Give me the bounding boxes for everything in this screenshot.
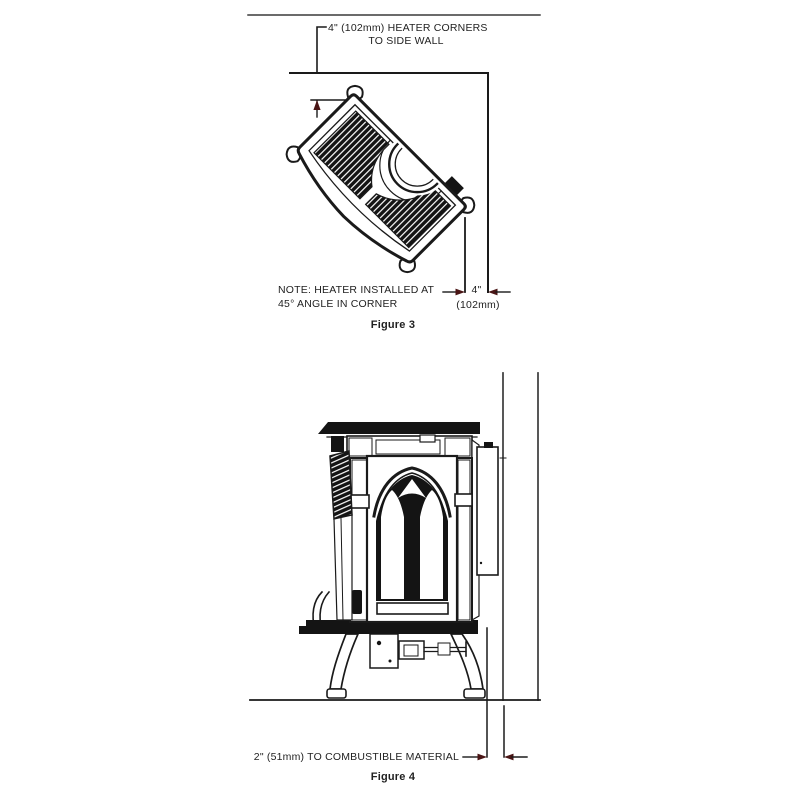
- right-heat-shield: [476, 446, 499, 576]
- flue-cutout-fill: [386, 140, 441, 196]
- door-window-right: [420, 490, 443, 599]
- fig3-callout-line2: TO SIDE WALL: [368, 35, 444, 47]
- door-handle: [352, 590, 362, 614]
- front-right-leg: [449, 633, 484, 690]
- fig4-clearance-label: 2" (51mm) TO COMBUSTIBLE MATERIAL: [253, 751, 459, 763]
- arched-door: [365, 454, 459, 624]
- corner-wall-lines: [289, 72, 489, 293]
- figure4-drawing: [249, 372, 541, 761]
- ash-lip: [376, 602, 449, 615]
- front-right-foot: [463, 688, 486, 699]
- fig3-dimension-metric: (102mm): [456, 299, 500, 311]
- louver-panel-left: [313, 110, 390, 200]
- flue-cutout-inner-rim: [394, 147, 434, 187]
- heat-shield-bracket: [484, 442, 493, 448]
- gas-valve-assembly: [369, 633, 467, 669]
- side-louver-panel: [329, 450, 353, 520]
- top-plate: [318, 422, 480, 434]
- rear-vent-stub: [331, 436, 344, 452]
- louver-panel-right: [364, 185, 452, 249]
- front-left-leg: [329, 633, 360, 690]
- heater-top-view: [285, 84, 476, 274]
- door-window-left: [381, 490, 404, 599]
- dimension-arrows-4in: [442, 288, 511, 296]
- figure3-drawing: [247, 14, 541, 296]
- callout-leader-line: [316, 26, 327, 73]
- dimension-arrows-2in: [462, 753, 528, 761]
- flue-cutout-outer-rim: [388, 142, 439, 194]
- igniter-box: [444, 176, 464, 196]
- tracery-cusp: [398, 479, 426, 498]
- front-left-foot: [326, 688, 347, 699]
- fig3-dimension-value: 4": [471, 284, 482, 296]
- fig3-note-line1: NOTE: HEATER INSTALLED AT: [278, 284, 435, 296]
- base-slab: [306, 620, 478, 634]
- side-lower-panel: [333, 514, 353, 621]
- base-step: [299, 626, 308, 634]
- fig3-callout-line1: 4" (102mm) HEATER CORNERS: [328, 22, 488, 34]
- right-pilaster-band: [454, 493, 473, 507]
- heater-inner-rim: [308, 103, 457, 252]
- heater-body-outline: [296, 93, 467, 264]
- fig3-note-line2: 45° ANGLE IN CORNER: [278, 298, 398, 310]
- fig4-caption: Figure 4: [370, 771, 416, 783]
- frieze-band: [346, 434, 473, 459]
- fig3-caption: Figure 3: [370, 319, 416, 331]
- stove-front-view: [299, 422, 499, 699]
